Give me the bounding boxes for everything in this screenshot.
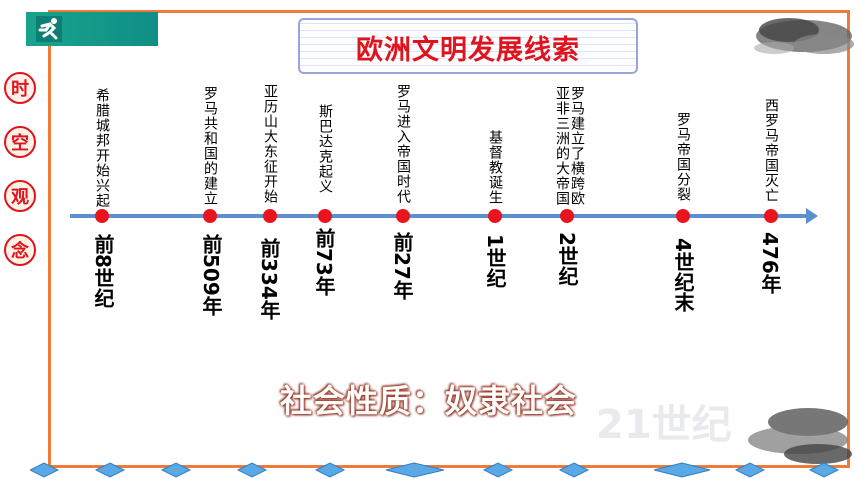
timeline-dot: [396, 209, 410, 223]
event-date: 前334年: [257, 238, 281, 320]
event-label: 斯巴达克起义: [317, 104, 333, 194]
event-date: 1世纪: [483, 234, 507, 288]
timeline-dot: [676, 209, 690, 223]
diamond-icon: [160, 462, 192, 478]
event-date: 前8世纪: [91, 234, 115, 308]
diamond-icon: [30, 462, 60, 478]
diamond-icon: [314, 462, 346, 478]
logo-banner: [26, 12, 158, 46]
timeline-dot: [203, 209, 217, 223]
timeline-arrow-icon: [806, 208, 818, 224]
side-label-char: 空: [4, 126, 36, 158]
society-nature-heading: 社会性质：奴隶社会: [280, 382, 578, 420]
diamond-icon: [808, 462, 840, 478]
diamond-border-row: [30, 462, 840, 478]
diamond-icon: [558, 462, 590, 478]
title-scroll: 欧洲文明发展线索: [298, 18, 638, 74]
timeline-dot: [560, 209, 574, 223]
event-date: 前509年: [199, 234, 223, 316]
side-label-column: 时 空 观 念: [4, 72, 38, 288]
watermark-logo: 21世纪: [596, 402, 732, 448]
event-date: 前27年: [390, 232, 414, 300]
side-label-char: 念: [4, 234, 36, 266]
timeline-dot: [488, 209, 502, 223]
diamond-icon: [385, 462, 445, 478]
event-date: 476年: [758, 232, 782, 294]
event-label: 基督教诞生: [487, 130, 503, 205]
ink-cloud-icon: [748, 408, 852, 464]
event-date: 4世纪末: [671, 238, 695, 312]
event-label: 希腊城邦开始兴起: [94, 88, 110, 208]
timeline-dot: [764, 209, 778, 223]
event-label: 罗马帝国分裂: [675, 112, 691, 202]
event-date: 前73年: [312, 228, 336, 296]
diamond-icon: [653, 462, 711, 478]
event-label: 亚历山大东征开始: [262, 84, 278, 204]
diamond-icon: [94, 462, 126, 478]
diamond-icon: [734, 462, 766, 478]
ink-cloud-icon: [754, 18, 854, 54]
event-date: 2世纪: [555, 232, 579, 286]
timeline-axis: [70, 214, 812, 218]
event-label: 西罗马帝国灭亡: [763, 98, 779, 203]
timeline-dot: [318, 209, 332, 223]
timeline-dot: [263, 209, 277, 223]
page-title: 欧洲文明发展线索: [356, 35, 580, 66]
diamond-icon: [482, 462, 514, 478]
event-label: 罗马共和国的建立: [202, 86, 218, 206]
event-label: 罗马建立了横跨欧亚非三洲的大帝国: [554, 86, 585, 206]
slide-frame: [48, 10, 850, 468]
runner-icon: [36, 16, 62, 42]
timeline-dot: [95, 209, 109, 223]
side-label-char: 时: [4, 72, 36, 104]
event-label: 罗马进入帝国时代: [395, 84, 411, 204]
side-label-char: 观: [4, 180, 36, 212]
diamond-icon: [236, 462, 268, 478]
